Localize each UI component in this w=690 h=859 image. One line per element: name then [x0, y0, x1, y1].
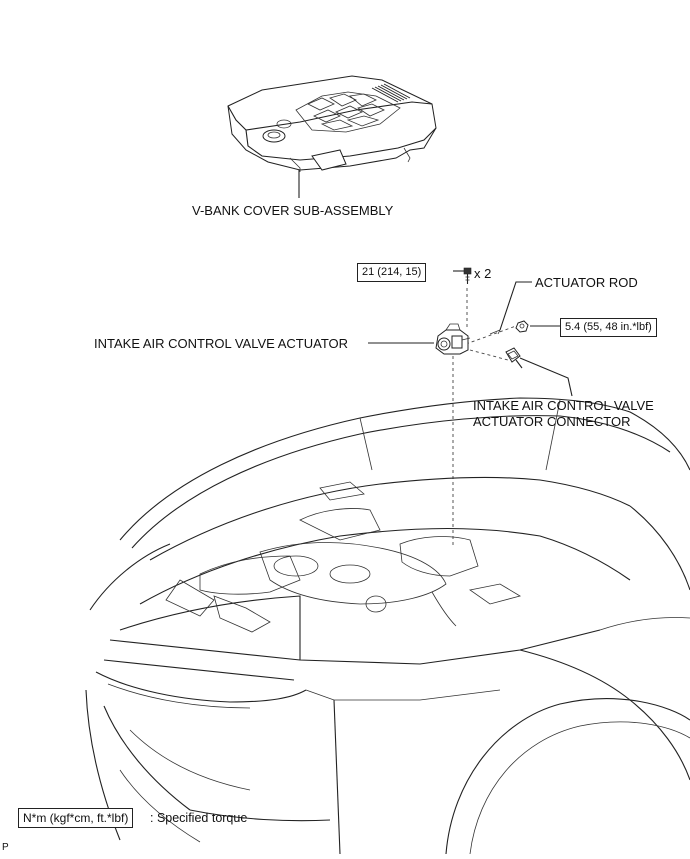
legend-description: : Specified torque	[150, 811, 248, 825]
bolt-torque-box: 21 (214, 15)	[357, 263, 427, 282]
connector-drawing	[505, 347, 523, 369]
vehicle-drawing	[85, 397, 690, 855]
actuator-drawing	[435, 323, 471, 355]
vbank-cover-label: V-BANK COVER SUB-ASSEMBLY	[192, 203, 394, 218]
corner-mark: P	[2, 842, 9, 853]
connector-label-line2: ACTUATOR CONNECTOR	[473, 414, 631, 429]
nut-torque-box: 5.4 (55, 48 in.*lbf)	[560, 318, 657, 337]
bolt-quantity-label: x 2	[474, 266, 492, 281]
vbank-cover-drawing	[227, 75, 437, 172]
nut-drawing	[515, 320, 529, 333]
actuator-label: INTAKE AIR CONTROL VALVE ACTUATOR	[94, 336, 349, 351]
actuator-rod-label: ACTUATOR ROD	[535, 275, 638, 290]
legend-unit-box: N*m (kgf*cm, ft.*lbf)	[18, 808, 134, 828]
connector-label-line1: INTAKE AIR CONTROL VALVE	[473, 398, 654, 413]
bolt-drawing	[463, 267, 472, 284]
